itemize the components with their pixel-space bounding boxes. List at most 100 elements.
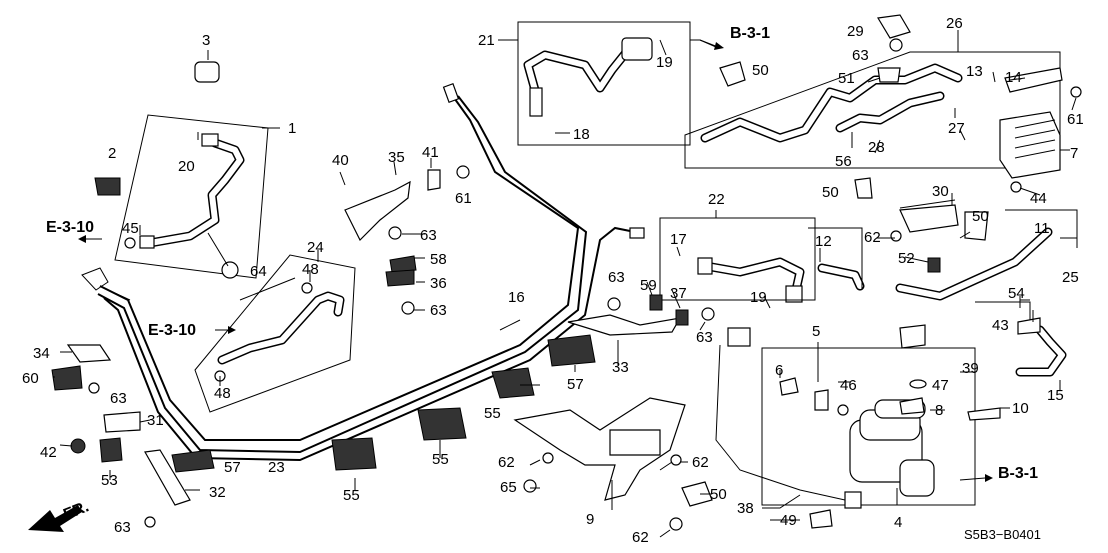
callout: 17	[670, 231, 687, 248]
callout: 29	[847, 23, 864, 40]
callout: 48	[214, 385, 231, 402]
callout: 34	[33, 345, 50, 362]
callout: 4	[894, 514, 902, 531]
callout: 38	[737, 500, 754, 517]
callout: 48	[302, 261, 319, 278]
callout: 41	[422, 144, 439, 161]
callout: 57	[567, 376, 584, 393]
callout: 36	[430, 275, 447, 292]
callout: 1	[288, 120, 296, 137]
callout: 62	[632, 529, 649, 546]
reference-arrows	[28, 39, 993, 532]
callout: 21	[478, 32, 495, 49]
callout: 46	[840, 377, 857, 394]
clamp-55	[331, 367, 535, 471]
callout: 25	[1062, 269, 1079, 286]
callout: 65	[500, 479, 517, 496]
callout: 26	[946, 15, 963, 32]
callout: 51	[838, 70, 855, 87]
bracket-33	[567, 314, 682, 336]
hose-24	[194, 254, 356, 413]
canister-4	[761, 347, 976, 506]
callout: 58	[430, 251, 447, 268]
front-label: FR.	[61, 498, 91, 523]
callout: 28	[868, 139, 885, 156]
callout: 40	[332, 152, 349, 169]
callout: 8	[935, 402, 943, 419]
callout: 5	[812, 323, 820, 340]
callout: 9	[586, 511, 594, 528]
callout: 62	[498, 454, 515, 471]
callout: 45	[122, 220, 139, 237]
callout: 31	[147, 412, 164, 429]
callout: 59	[640, 277, 657, 294]
fuel-pipe-bundle	[81, 83, 645, 462]
hose-22	[659, 217, 816, 303]
callout: 19	[656, 54, 673, 71]
hose-assembly-1	[114, 114, 269, 279]
callout: 43	[992, 317, 1009, 334]
callout: 64	[250, 263, 267, 280]
callout: 23	[268, 459, 285, 476]
callout: 3	[202, 32, 210, 49]
callout: 49	[780, 512, 797, 529]
callout: 55	[432, 451, 449, 468]
callout: 60	[22, 370, 39, 387]
ref-b-3-1: B-3-1	[998, 465, 1038, 482]
callout: 50	[822, 184, 839, 201]
callout: 52	[898, 250, 915, 267]
callout: 63	[430, 302, 447, 319]
callout: 18	[573, 126, 590, 143]
callout: 61	[1067, 111, 1084, 128]
callout: 22	[708, 191, 725, 208]
callout: 39	[962, 360, 979, 377]
callout: 53	[101, 472, 118, 489]
callout: 63	[420, 227, 437, 244]
callout: 27	[948, 120, 965, 137]
callout: 10	[1012, 400, 1029, 417]
ref-b-3-1: B-3-1	[730, 25, 770, 42]
callout: 11	[1034, 220, 1050, 237]
callout: 19	[750, 289, 767, 306]
callout: 62	[692, 454, 709, 471]
callout: 2	[108, 145, 116, 162]
callout: 12	[815, 233, 832, 250]
callout: 63	[696, 329, 713, 346]
diagram-code: S5B3−B0401	[964, 527, 1041, 542]
callout: 50	[752, 62, 769, 79]
callout: 15	[1047, 387, 1064, 404]
callout: 63	[114, 519, 131, 536]
callout: 55	[484, 405, 501, 422]
callout: 20	[178, 158, 195, 175]
callout: 54	[1008, 285, 1025, 302]
callout: 7	[1070, 145, 1078, 162]
callout: 50	[710, 486, 727, 503]
callout: 16	[508, 289, 525, 306]
callout: 35	[388, 149, 405, 166]
callout: 33	[612, 359, 629, 376]
ref-e-3-10: E-3-10	[148, 322, 196, 339]
callout: 30	[932, 183, 949, 200]
callout: 24	[307, 239, 324, 256]
callout: 56	[835, 153, 852, 170]
callout: 47	[932, 377, 949, 394]
callout: 13	[966, 63, 983, 80]
callout-numbers: 1 2 3 4 5 6 7 8 9 10 11 12 13 14 15 16 1…	[22, 15, 1084, 546]
callout: 44	[1030, 190, 1047, 207]
hose-26	[684, 51, 1061, 169]
front-arrow-icon	[28, 505, 82, 532]
pipe-end-fitting	[629, 227, 645, 239]
callout: 37	[670, 285, 687, 302]
callout: 61	[455, 190, 472, 207]
pipe-end-fitting	[442, 83, 460, 103]
bracket-9	[513, 397, 686, 501]
hose-12-11	[808, 209, 1078, 301]
hose-21	[517, 21, 691, 146]
clamp-57	[171, 334, 596, 473]
callout: 63	[110, 390, 127, 407]
callout: 14	[1005, 69, 1022, 86]
hose-15	[975, 301, 1067, 377]
callout: 42	[40, 444, 57, 461]
